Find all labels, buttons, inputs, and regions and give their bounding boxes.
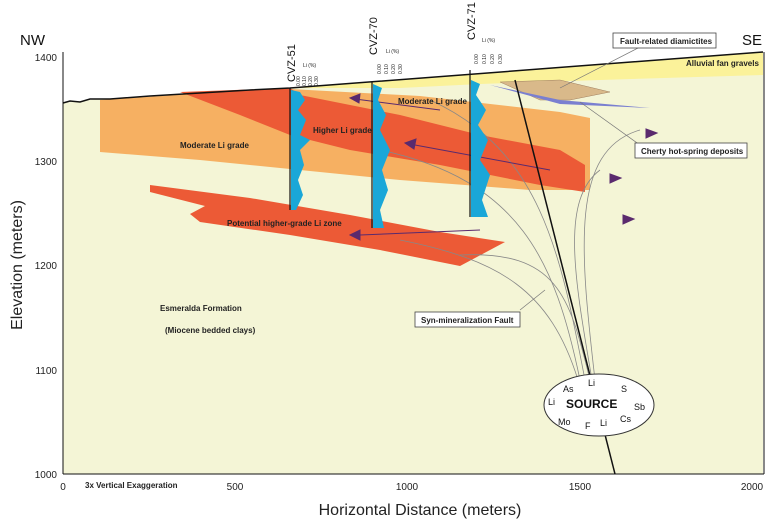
svg-text:0.10: 0.10 <box>482 54 488 64</box>
svg-text:Cherty hot-spring deposits: Cherty hot-spring deposits <box>641 147 744 156</box>
svg-text:Syn-mineralization Fault: Syn-mineralization Fault <box>421 316 514 325</box>
well-cvz-71: CVZ-71 Li (%) 0.00 0.10 0.20 0.30 <box>466 2 504 217</box>
li-scale-ticks: 0.00 0.10 0.20 0.30 <box>474 54 504 64</box>
li-log-cvz-70 <box>373 84 390 228</box>
plot-frame <box>62 52 765 475</box>
svg-text:1000: 1000 <box>396 482 419 493</box>
y-ticks: 1400 1300 1200 1100 1000 <box>35 53 58 481</box>
svg-text:1100: 1100 <box>35 366 57 377</box>
svg-text:0.10: 0.10 <box>384 64 390 74</box>
flow-arrows <box>348 93 659 241</box>
svg-text:0.10: 0.10 <box>302 76 308 86</box>
x-ticks: 0 500 1000 1500 2000 <box>60 482 763 493</box>
arrow-head-icon <box>348 93 361 104</box>
li-scale-label: Li (%) <box>482 38 495 44</box>
arrow-head-icon <box>622 214 636 225</box>
potential-zone-label: Potential higher-grade Li zone <box>227 219 342 228</box>
ground-surface-line <box>62 51 764 104</box>
nw-label: NW <box>20 32 46 49</box>
svg-text:Cs: Cs <box>620 414 631 424</box>
arrow-head-icon <box>609 173 623 184</box>
source-ellipse: SOURCE As Li S Li Sb Mo F Li Cs <box>543 373 655 437</box>
svg-text:Sb: Sb <box>634 402 645 412</box>
higher-grade-label: Higher Li grade <box>313 126 372 135</box>
well-name: CVZ-51 <box>286 44 298 82</box>
svg-text:1400: 1400 <box>35 53 58 64</box>
svg-text:F: F <box>585 421 591 431</box>
moderate-grade-label-upper: Moderate Li grade <box>398 97 467 106</box>
moderate-grade-label-left: Moderate Li grade <box>180 141 249 150</box>
svg-text:0.30: 0.30 <box>398 64 404 74</box>
fluid-pathways <box>379 99 641 381</box>
vertical-exaggeration-note: 3x Vertical Exaggeration <box>85 481 178 490</box>
svg-text:0: 0 <box>60 482 66 493</box>
callout-cherty: Cherty hot-spring deposits <box>579 101 748 159</box>
li-log-cvz-51 <box>291 90 310 210</box>
alluvial-label: Alluvial fan gravels <box>686 59 759 68</box>
arrow-head-icon <box>645 128 659 139</box>
svg-text:0.00: 0.00 <box>474 54 480 64</box>
svg-text:Li: Li <box>588 378 595 388</box>
svg-text:Li: Li <box>600 418 607 428</box>
x-axis-label: Horizontal Distance (meters) <box>319 502 522 519</box>
li-scale-ticks: 0.00 0.10 0.20 0.30 <box>377 64 404 74</box>
li-scale-label: Li (%) <box>303 63 316 69</box>
se-label: SE <box>742 32 762 49</box>
well-cvz-70: CVZ-70 Li (%) 0.00 0.10 0.20 0.30 <box>368 17 404 228</box>
svg-text:0.30: 0.30 <box>314 76 320 86</box>
svg-text:As: As <box>563 384 574 394</box>
formation-label: Esmeralda Formation <box>160 304 242 313</box>
svg-text:500: 500 <box>227 482 244 493</box>
svg-text:1300: 1300 <box>35 157 58 168</box>
well-name: CVZ-71 <box>466 2 478 40</box>
well-cvz-51: CVZ-51 Li (%) 0.00 0.10 0.20 0.30 <box>286 44 320 210</box>
y-axis-label: Elevation (meters) <box>9 200 26 330</box>
fault-related-diamictites <box>499 79 611 101</box>
svg-text:Fault-related diamictites: Fault-related diamictites <box>620 37 713 46</box>
svg-text:0.20: 0.20 <box>308 76 314 86</box>
cherty-hot-spring-deposits <box>490 85 650 108</box>
svg-text:0.20: 0.20 <box>391 64 397 74</box>
potential-higher-grade-zone <box>150 185 505 266</box>
svg-text:Mo: Mo <box>558 417 571 427</box>
svg-text:Li: Li <box>548 397 555 407</box>
li-log-cvz-71 <box>471 80 490 217</box>
svg-text:0.30: 0.30 <box>498 54 504 64</box>
well-name: CVZ-70 <box>368 17 380 55</box>
svg-text:SOURCE: SOURCE <box>566 397 617 411</box>
svg-text:S: S <box>621 384 627 394</box>
callout-diamictites: Fault-related diamictites <box>559 32 717 89</box>
arrow-head-icon <box>403 138 417 150</box>
svg-text:0.00: 0.00 <box>296 76 302 86</box>
svg-text:0.20: 0.20 <box>490 54 496 64</box>
li-scale-ticks: 0.00 0.10 0.20 0.30 <box>296 76 320 86</box>
svg-text:1000: 1000 <box>35 470 58 481</box>
svg-text:0.00: 0.00 <box>377 64 383 74</box>
svg-text:1500: 1500 <box>569 482 592 493</box>
svg-text:1200: 1200 <box>35 261 58 272</box>
callout-fault: Syn-mineralization Fault <box>414 289 546 328</box>
formation-sublabel: (Miocene bedded clays) <box>165 326 256 335</box>
svg-text:2000: 2000 <box>741 482 764 493</box>
arrow-head-icon <box>348 229 361 241</box>
li-scale-label: Li (%) <box>386 49 399 55</box>
